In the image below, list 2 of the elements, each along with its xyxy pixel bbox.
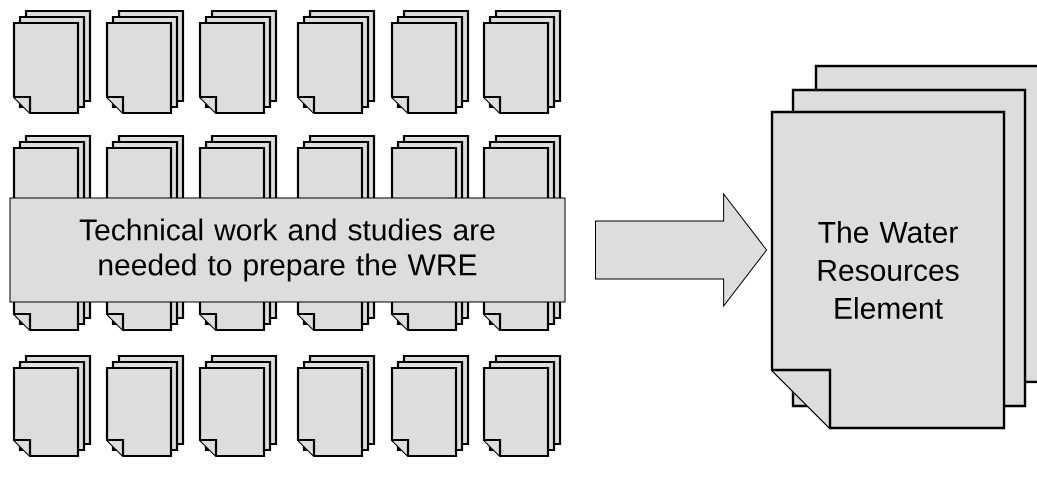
block-arrow <box>595 193 768 307</box>
document-stack: The Water Resources Element <box>770 64 1037 430</box>
